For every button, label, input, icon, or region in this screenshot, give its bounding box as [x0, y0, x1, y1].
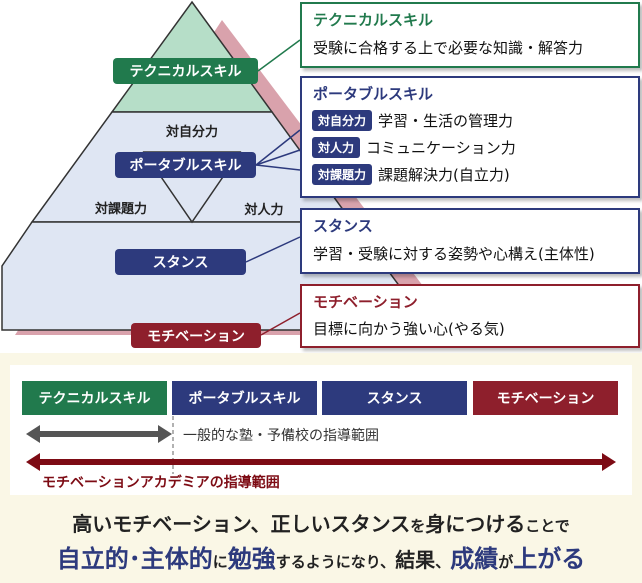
message-line-2: 自立的･主体的に勉強するようになり、結果、成績が上がる [0, 539, 642, 574]
connector-portable [255, 129, 301, 166]
line2-segment: 成績 [450, 545, 499, 573]
portable-row-people: 対人力 コミュニケーション力 [312, 137, 516, 158]
box-motivation-title: モチベーション [313, 293, 418, 311]
portable-row-text: 課題解決力(自立力) [378, 166, 510, 184]
message-line-1: 高いモチベーション、正しいスタンスを身につけることで [0, 508, 642, 537]
line1-segment: 身につける [425, 512, 526, 536]
box-motivation-desc: 目標に向かう強い心(やる気) [313, 320, 505, 338]
tag-portable: ポータブルスキル [115, 152, 256, 178]
connector-portable-2 [255, 149, 301, 166]
portable-row-label: 対人力 [312, 137, 361, 158]
portable-row-label: 対課題力 [312, 164, 373, 185]
line2-segment: 上がる [513, 545, 586, 573]
connector-stance [245, 236, 301, 263]
line2-segment: に [212, 553, 228, 571]
academy-scope-label: モチベーションアカデミアの指導範囲 [42, 475, 280, 491]
box-technical-desc: 受験に合格する上で必要な知識・解答力 [313, 39, 584, 57]
connector-portable-3 [255, 164, 301, 171]
line1-segment: ことで [525, 517, 570, 535]
general-scope-label: 一般的な塾・予備校の指導範囲 [183, 428, 379, 444]
tag-stance: スタンス [115, 249, 246, 275]
box-technical: テクニカルスキル 受験に合格する上で必要な知識・解答力 [300, 2, 640, 68]
line2-segment: が [498, 553, 514, 571]
bar-portable: ポータブルスキル [172, 381, 317, 415]
connector-technical [257, 39, 301, 72]
label-people-skill: 対人力 [244, 203, 284, 218]
bar-stance: スタンス [322, 381, 467, 415]
portable-row-label: 対自分力 [312, 110, 373, 131]
box-portable: ポータブルスキル 対自分力 学習・生活の管理力 対人力 コミュニケーション力 対… [300, 76, 640, 198]
portable-row-task: 対課題力 課題解決力(自立力) [312, 164, 510, 185]
bar-motivation: モチベーション [473, 381, 618, 415]
box-stance-title: スタンス [313, 217, 373, 235]
portable-row-self: 対自分力 学習・生活の管理力 [312, 110, 513, 131]
line1-segment: 高いモチベーション、正しいスタンス [72, 512, 411, 536]
arrow-general-scope [26, 425, 172, 443]
bar-technical: テクニカルスキル [22, 381, 167, 415]
line2-segment: 結果 [395, 548, 436, 572]
label-self-management: 対自分力 [165, 125, 218, 140]
box-motivation: モチベーション 目標に向かう強い心(やる気) [300, 284, 640, 348]
line2-segment: するようになり、 [275, 553, 396, 571]
box-portable-title: ポータブルスキル [313, 85, 434, 103]
connector-motivation [260, 312, 301, 336]
arrow-academy-scope [26, 453, 616, 471]
tag-technical: テクニカルスキル [113, 58, 258, 84]
line1-segment: を [410, 517, 426, 535]
portable-row-text: 学習・生活の管理力 [378, 112, 514, 130]
box-stance: スタンス 学習・受験に対する姿勢や心構え(主体性) [300, 208, 640, 274]
line2-segment: 、 [435, 553, 451, 571]
portable-row-text: コミュニケーション力 [366, 139, 516, 157]
label-task-skill: 対課題力 [94, 202, 147, 217]
box-stance-desc: 学習・受験に対する姿勢や心構え(主体性) [313, 245, 595, 263]
scope-arrows [26, 416, 616, 474]
line2-segment: 自立的･主体的 [56, 545, 213, 573]
tag-motivation: モチベーション [131, 323, 261, 348]
box-technical-title: テクニカルスキル [313, 11, 434, 29]
line2-segment: 勉強 [227, 545, 276, 573]
